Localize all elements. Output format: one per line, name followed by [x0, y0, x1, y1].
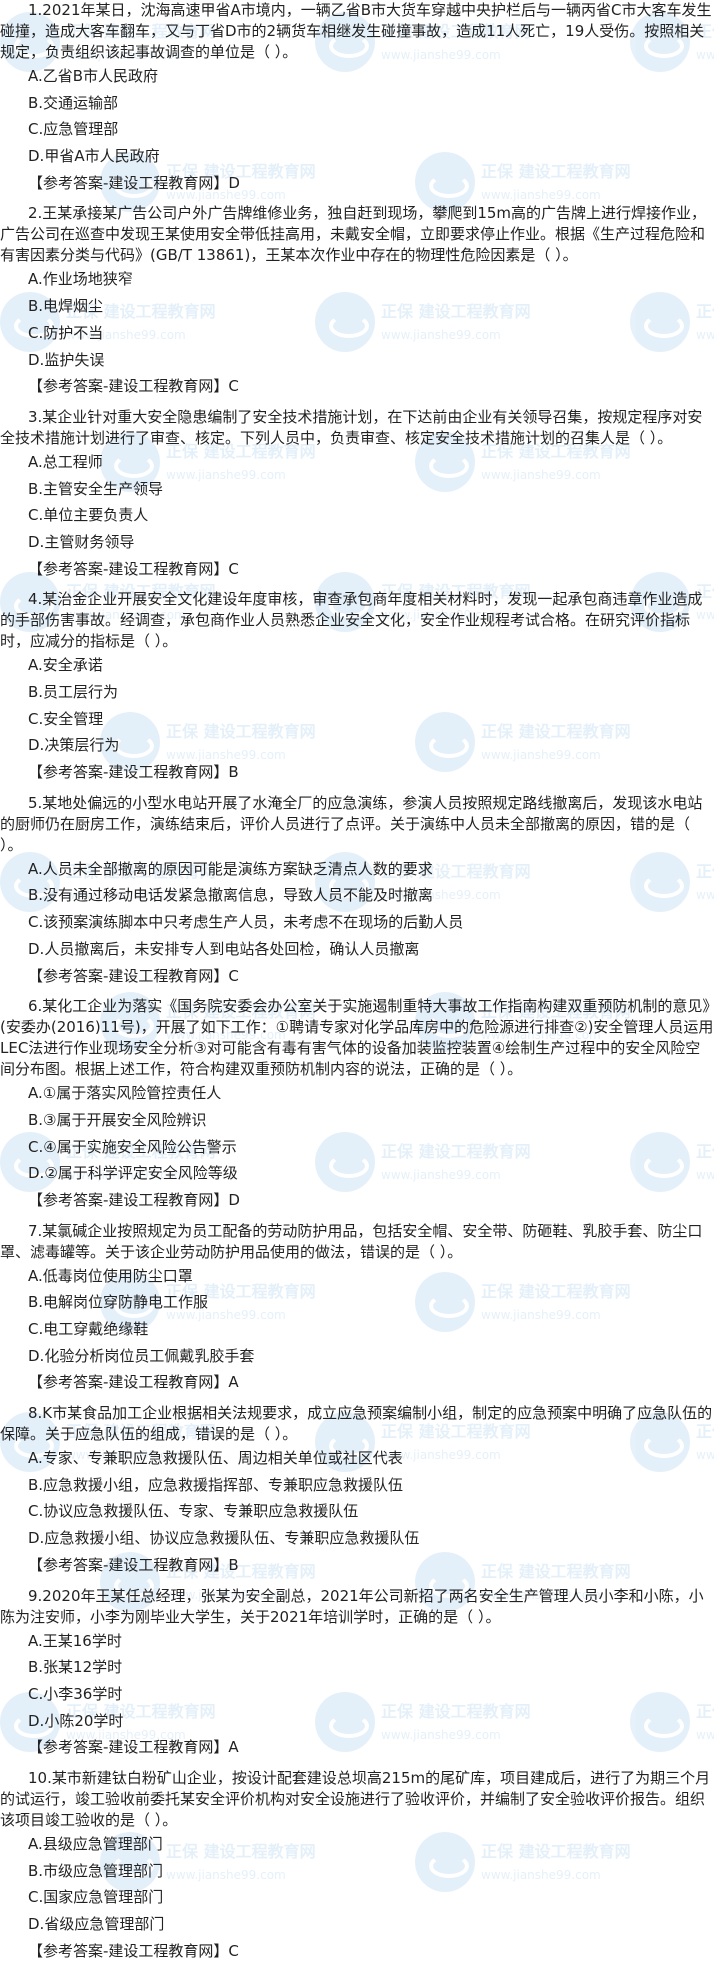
- question-option: D.决策层行为: [28, 736, 120, 755]
- question-option: D.应急救援小组、协议应急救援队伍、专兼职应急救援队伍: [28, 1529, 420, 1548]
- answer-line: 【参考答案-建设工程教育网】C: [28, 1941, 239, 1960]
- question-option: D.监护失误: [28, 350, 105, 369]
- answer-line: 【参考答案-建设工程教育网】B: [28, 763, 239, 782]
- question-option: B.主管安全生产领导: [28, 479, 164, 498]
- answer-line: 【参考答案-建设工程教育网】D: [28, 173, 240, 192]
- question-text: 6.某化工企业为落实《国务院安委会办公室关于实施遏制重特大事故工作指南构建双重预…: [0, 997, 714, 1079]
- question-option: D.小陈20学时: [28, 1711, 124, 1730]
- question-option: B.员工层行为: [28, 683, 119, 701]
- question-option: C.该预案演练脚本中只考虑生产人员，未考虑不在现场的后勤人员: [28, 913, 464, 932]
- answer-line: 【参考答案-建设工程教育网】C: [28, 377, 239, 396]
- question-option: C.④属于实施安全风险公告警示: [28, 1137, 237, 1156]
- question-option: A.乙省B市人民政府: [28, 67, 159, 85]
- question-text: 5.某地处偏远的小型水电站开展了水淹全厂的应急演练，参演人员按照规定路线撤离后，…: [0, 793, 703, 854]
- question-option: C.安全管理: [28, 709, 104, 728]
- question-option: B.应急救援小组，应急救援指挥部、专兼职应急救援队伍: [28, 1475, 404, 1494]
- question-option: B.市级应急管理部门: [28, 1861, 164, 1880]
- question-option: C.防护不当: [28, 323, 104, 342]
- question-option: C.应急管理部: [28, 120, 119, 139]
- question-option: C.小李36学时: [28, 1684, 123, 1703]
- question-option: D.化验分析岗位员工佩戴乳胶手套: [28, 1346, 255, 1365]
- question-option: A.①属于落实风险管控责任人: [28, 1084, 222, 1103]
- question-option: C.协议应急救援队伍、专家、专兼职应急救援队伍: [28, 1502, 359, 1521]
- answer-line: 【参考答案-建设工程教育网】C: [28, 966, 239, 985]
- answer-line: 【参考答案-建设工程教育网】A: [28, 1738, 239, 1757]
- question-option: B.没有通过移动电话发紧急撤离信息，导致人员不能及时撤离: [28, 886, 434, 905]
- question-option: D.人员撤离后，未安排专人到电站各处回检，确认人员撤离: [28, 939, 420, 958]
- question-text: 8.K市某食品加工企业根据相关法规要求，成立应急预案编制小组，制定的应急预案中明…: [0, 1404, 713, 1444]
- question-option: D.省级应急管理部门: [28, 1915, 165, 1933]
- question-option: B.交通运输部: [28, 93, 119, 112]
- question-option: A.低毒岗位使用防尘口罩: [28, 1266, 193, 1285]
- answer-line: 【参考答案-建设工程教育网】D: [28, 1190, 240, 1209]
- answer-line: 【参考答案-建设工程教育网】A: [28, 1373, 239, 1392]
- question-option: B.电焊烟尘: [28, 297, 104, 316]
- question-option: A.县级应急管理部门: [28, 1834, 163, 1853]
- question-option: D.②属于科学评定安全风险等级: [28, 1164, 238, 1183]
- question-option: A.王某16学时: [28, 1631, 122, 1650]
- answer-line: 【参考答案-建设工程教育网】B: [28, 1555, 239, 1574]
- question-text: 10.某市新建钛白粉矿山企业，按设计配套建设总坝高215m的尾矿库，项目建成后，…: [0, 1768, 711, 1829]
- question-option: C.国家应急管理部门: [28, 1888, 164, 1907]
- question-option: B.③属于开展安全风险辨识: [28, 1110, 207, 1129]
- question-text: 3.某企业针对重大安全隐患编制了安全技术措施计划，在下达前由企业有关领导召集，按…: [0, 407, 703, 447]
- question-option: C.电工穿戴绝缘鞋: [28, 1320, 149, 1338]
- question-text: 7.某氯碱企业按照规定为员工配备的劳动防护用品，包括安全帽、安全带、防砸鞋、乳胶…: [0, 1221, 703, 1261]
- question-text: 1.2021年某日，沈海高速甲省A市境内，一辆乙省B市大货车穿越中央护栏后与一辆…: [0, 1, 712, 61]
- question-option: B.张某12学时: [28, 1658, 123, 1677]
- question-option: D.主管财务领导: [28, 532, 135, 551]
- question-option: B.电解岗位穿防静电工作服: [28, 1293, 209, 1312]
- question-option: A.人员未全部撤离的原因可能是演练方案缺乏清点人数的要求: [28, 859, 433, 878]
- question-option: A.安全承诺: [28, 656, 103, 675]
- question-text: 9.2020年王某任总经理，张某为安全副总，2021年公司新招了两名安全生产管理…: [0, 1586, 704, 1626]
- answer-line: 【参考答案-建设工程教育网】C: [28, 559, 239, 578]
- question-option: C.单位主要负责人: [28, 506, 149, 525]
- question-option: A.专家、专兼职应急救援队伍、周边相关单位或社区代表: [28, 1449, 403, 1468]
- question-option: A.作业场地狭窄: [28, 270, 133, 289]
- question-text: 4.某治金企业开展安全文化建设年度审核，审查承包商年度相关材料时，发现一起承包商…: [0, 590, 703, 651]
- question-option: D.甲省A市人民政府: [28, 147, 160, 166]
- question-option: A.总工程师: [28, 452, 103, 471]
- question-text: 2.王某承接某广告公司户外广告牌维修业务，独自赶到现场，攀爬到15m高的广告牌上…: [0, 204, 707, 265]
